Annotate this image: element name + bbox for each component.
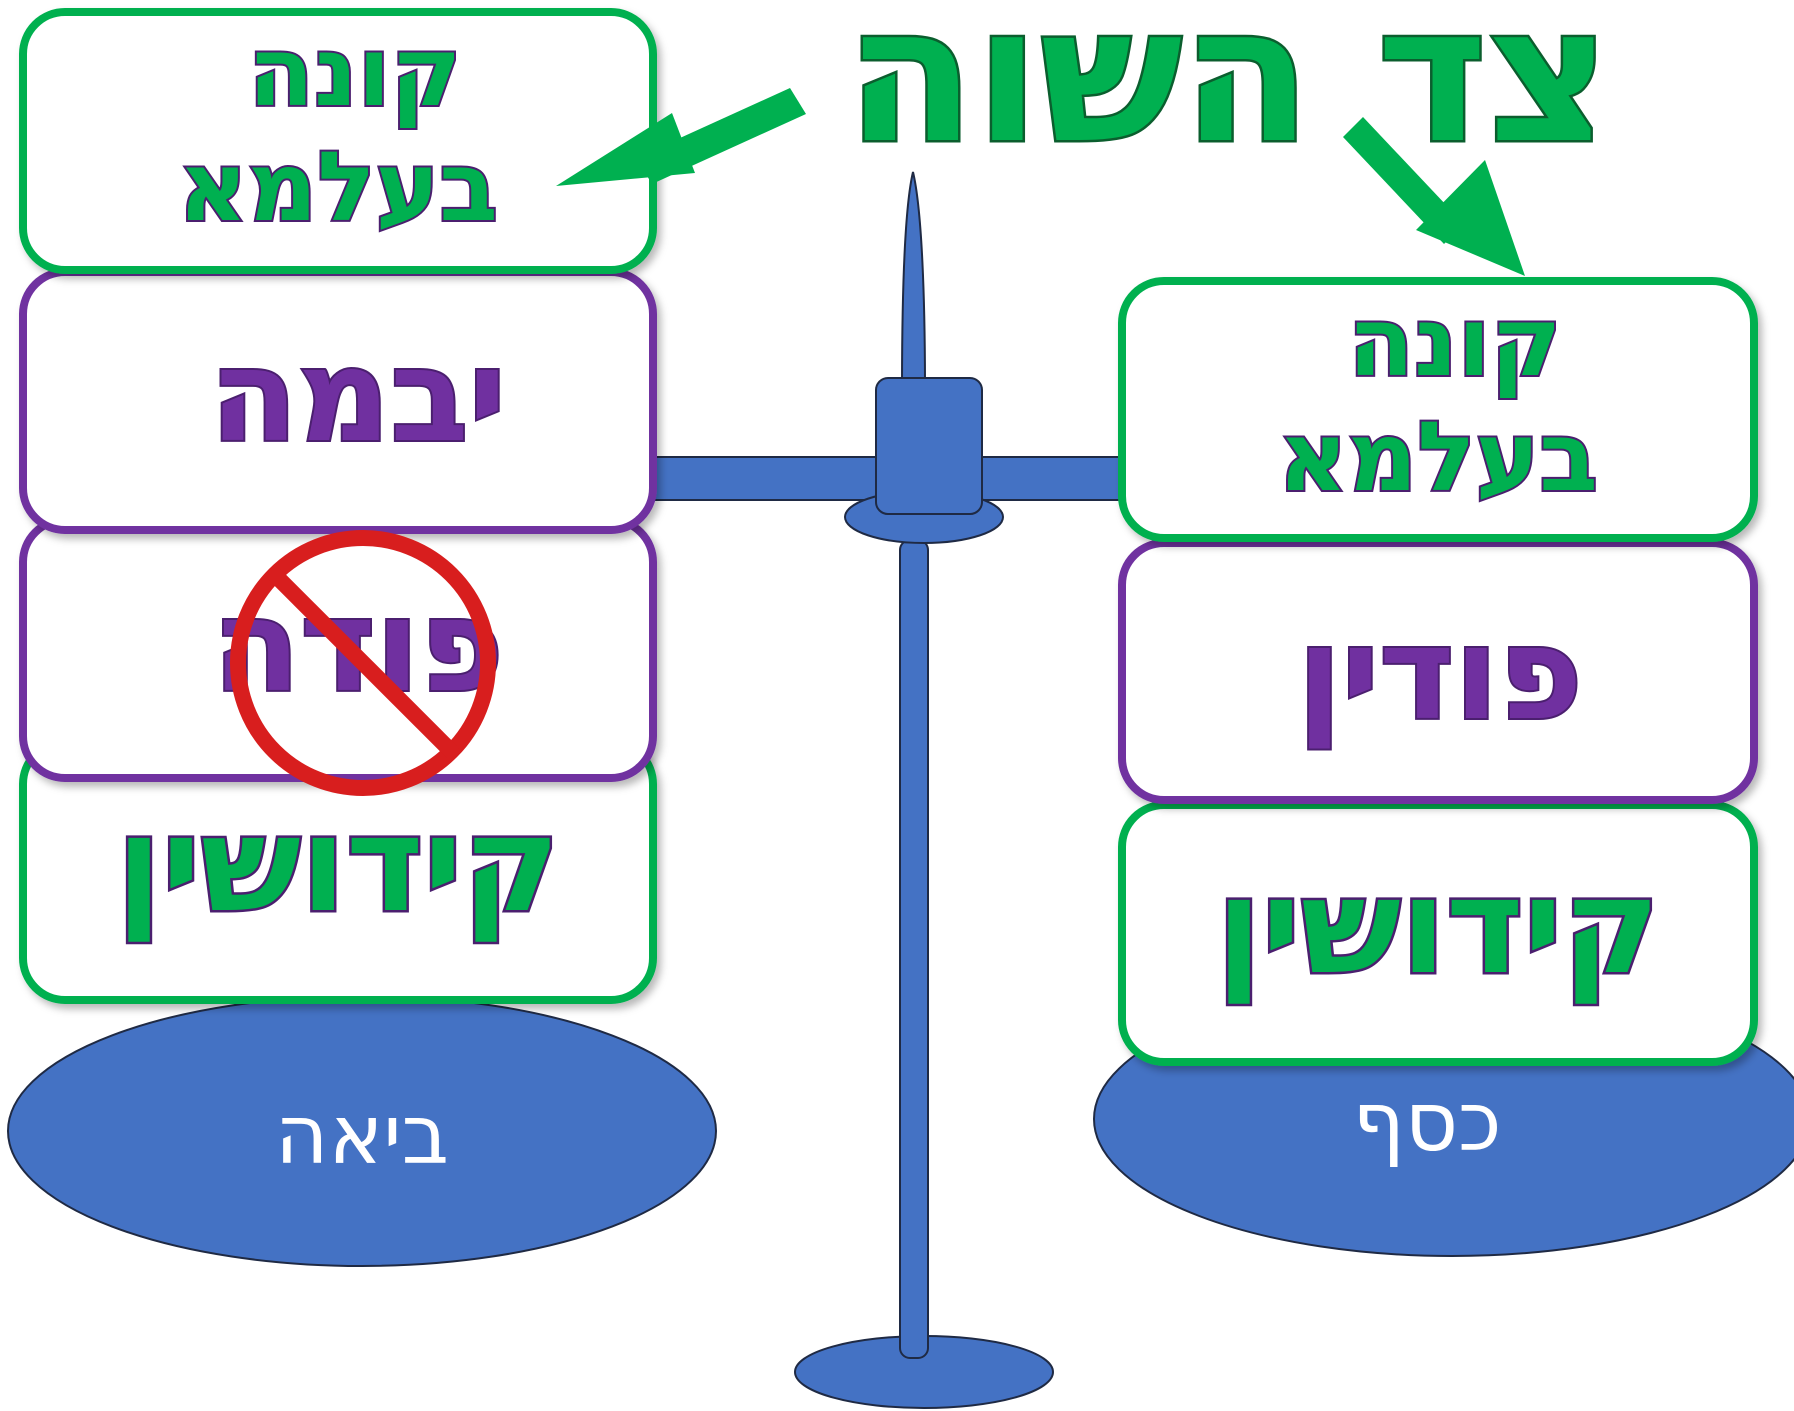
arrow-right-icon (1343, 117, 1525, 276)
right-box-koneh-line: בעלמא (1278, 401, 1598, 513)
left-box-koneh-line: קונה (248, 16, 461, 128)
right-box-podin (1118, 539, 1758, 804)
arrow-left-icon (556, 88, 806, 186)
right-box-kiddushin (1118, 801, 1758, 1066)
right-box-kiddushin-text: קידושין (1216, 850, 1659, 1004)
left-box-koneh-line: בעלמא (178, 131, 498, 243)
left-box-yevamah-text: יבמה (210, 322, 506, 471)
page-title: צד השוה (846, 0, 1610, 185)
right-box-stack: קידושין פודין קונה בעלמא (1118, 277, 1758, 1066)
right-plate-label: כסף (1352, 1075, 1501, 1170)
right-box-koneh-line: קונה (1348, 286, 1561, 398)
scale-pole (899, 539, 929, 1359)
right-box-koneh-text: קונה בעלמא (1278, 286, 1598, 513)
right-box-podin-text: פודין (1298, 600, 1583, 749)
right-box-koneh (1118, 277, 1758, 542)
left-box-stack: קידושין פודה יבמה קונה בעלמא (19, 8, 657, 1004)
prohibition-icon (230, 530, 496, 796)
left-box-kiddushin-text: קידושין (116, 788, 559, 942)
left-plate-label: ביאה (275, 1088, 449, 1183)
scale-pivot (875, 377, 983, 515)
scale-spire (900, 171, 927, 391)
left-box-koneh-text: קונה בעלמא (178, 16, 498, 243)
